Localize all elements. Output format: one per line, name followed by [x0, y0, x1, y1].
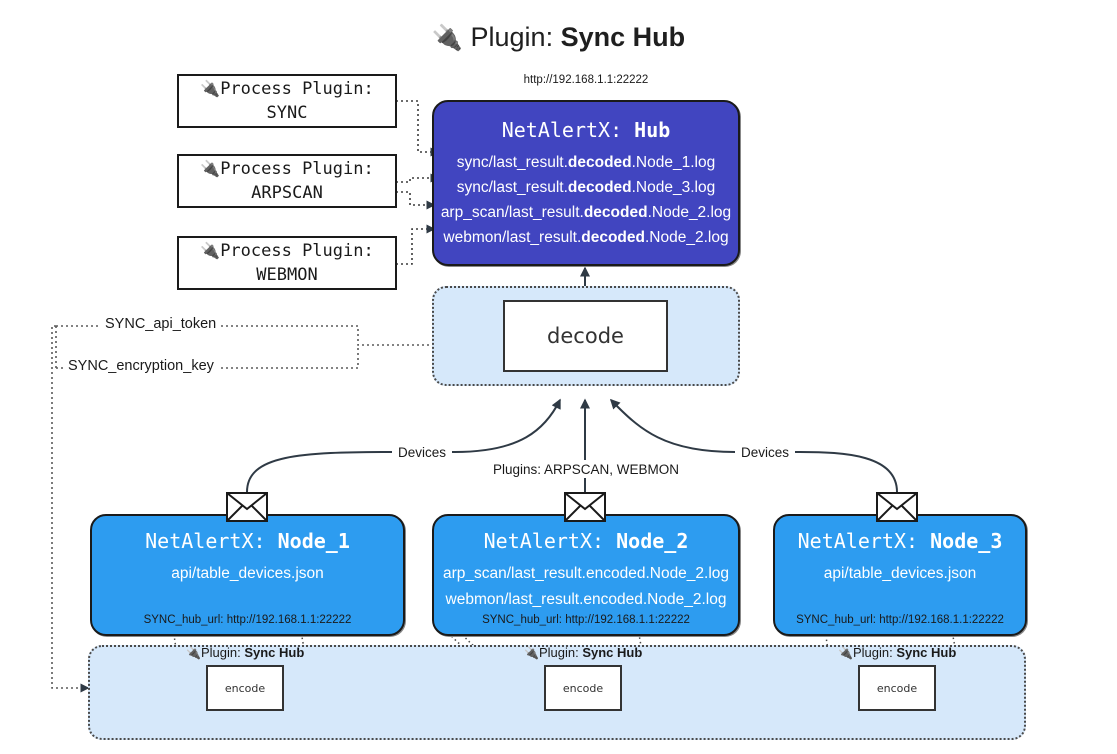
process-plugin-line1: 🔌Process Plugin: — [200, 79, 374, 99]
edge-label-center-plugins: Plugins: ARPSCAN, WEBMON — [493, 462, 679, 477]
node-line: arp_scan/last_result.encoded.Node_2.log — [442, 565, 730, 582]
node-line-list: api/table_devices.json — [824, 564, 977, 584]
envelope-icon — [226, 492, 268, 522]
encode-box-1[interactable]: encode — [206, 665, 284, 711]
env-label-sync-api-token: SYNC_api_token — [101, 316, 221, 332]
edge-label-right-devices: Devices — [741, 445, 789, 460]
process-plugin-line1: 🔌Process Plugin: — [200, 159, 374, 179]
node-line-list: arp_scan/last_result.encoded.Node_2.log … — [443, 564, 729, 610]
hub-card[interactable]: NetAlertX: Hub sync/last_result.decoded.… — [432, 100, 740, 266]
node-card-node-3[interactable]: NetAlertX: Node_3 api/table_devices.json… — [773, 514, 1027, 636]
process-plugin-line1: 🔌Process Plugin: — [200, 241, 374, 261]
node-line: api/table_devices.json — [823, 565, 977, 582]
node-card-node-2[interactable]: NetAlertX: Node_2 arp_scan/last_result.e… — [432, 514, 740, 636]
plug-icon: 🔌 — [524, 646, 539, 660]
hub-title: NetAlertX: Hub — [501, 118, 671, 142]
node-footer: SYNC_hub_url: http://192.168.1.1:22222 — [143, 614, 352, 626]
hub-log-list: sync/last_result.decoded.Node_1.log sync… — [441, 150, 731, 250]
hub-log-row: webmon/last_result.decoded.Node_2.log — [443, 229, 729, 246]
page-title-prefix: Plugin: — [470, 22, 554, 52]
process-plugin-box-webmon[interactable]: 🔌Process Plugin: WEBMON — [177, 236, 397, 290]
envelope-icon — [876, 492, 918, 522]
node-line-list: api/table_devices.json — [171, 564, 324, 584]
node-title: NetAlertX: Node_1 — [145, 529, 350, 553]
envelope-icon — [564, 492, 606, 522]
encoder-caption-2: 🔌Plugin: Sync Hub — [524, 645, 643, 660]
node-line: api/table_devices.json — [171, 565, 324, 582]
process-plugin-line2: ARPSCAN — [251, 183, 323, 203]
encoder-caption-3: 🔌Plugin: Sync Hub — [838, 645, 957, 660]
node-title: NetAlertX: Node_2 — [483, 529, 689, 553]
decode-box[interactable]: decode — [503, 300, 668, 372]
edge-label-left-devices: Devices — [398, 445, 446, 460]
encode-box-3[interactable]: encode — [858, 665, 936, 711]
node-line: webmon/last_result.encoded.Node_2.log — [445, 591, 727, 608]
plug-icon: 🔌 — [200, 79, 221, 98]
page-title-name: Sync Hub — [560, 22, 686, 52]
plug-icon: 🔌 — [200, 241, 221, 260]
node-footer: SYNC_hub_url: http://192.168.1.1:22222 — [796, 614, 1004, 626]
hub-log-row: sync/last_result.decoded.Node_1.log — [456, 154, 716, 171]
encoder-caption-1: 🔌Plugin: Sync Hub — [186, 645, 305, 660]
node-title: NetAlertX: Node_3 — [797, 529, 1003, 553]
process-plugin-line2: SYNC — [266, 103, 308, 123]
hub-url-label: http://192.168.1.1:22222 — [523, 74, 649, 86]
plug-icon: 🔌 — [186, 646, 201, 660]
process-plugin-line2: WEBMON — [256, 265, 318, 285]
plug-icon: 🔌 — [431, 24, 463, 52]
plug-icon: 🔌 — [200, 159, 221, 178]
page-title: 🔌 Plugin: Sync Hub — [0, 16, 1117, 59]
hub-log-row: arp_scan/last_result.decoded.Node_2.log — [440, 204, 732, 221]
process-plugin-box-sync[interactable]: 🔌Process Plugin: SYNC — [177, 74, 397, 128]
process-plugin-box-arpscan[interactable]: 🔌Process Plugin: ARPSCAN — [177, 154, 397, 208]
env-label-sync-encryption-key: SYNC_encryption_key — [64, 358, 218, 374]
node-card-node-1[interactable]: NetAlertX: Node_1 api/table_devices.json… — [90, 514, 405, 636]
hub-log-row: sync/last_result.decoded.Node_3.log — [456, 179, 716, 196]
plug-icon: 🔌 — [838, 646, 853, 660]
encode-box-2[interactable]: encode — [544, 665, 622, 711]
node-footer: SYNC_hub_url: http://192.168.1.1:22222 — [482, 614, 690, 626]
